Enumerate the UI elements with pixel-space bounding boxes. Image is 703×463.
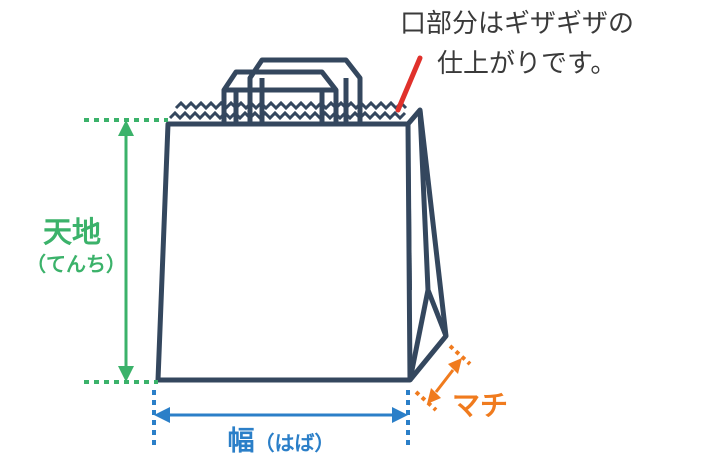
width-label-reading: （はば） bbox=[254, 431, 335, 455]
zigzag-edge bbox=[174, 100, 408, 111]
gusset-dimension bbox=[414, 344, 472, 412]
height-dimension bbox=[84, 118, 168, 384]
height-label: 天地 （てんち） bbox=[26, 214, 126, 278]
edge-note-line-2: 仕上がりです。 bbox=[437, 49, 617, 79]
height-label-reading: （てんち） bbox=[26, 252, 126, 276]
width-label-main: 幅 bbox=[227, 426, 255, 457]
edge-note: 口部分はギザギザの 仕上がりです。 bbox=[400, 4, 696, 84]
bag-side bbox=[406, 107, 449, 382]
height-label-main: 天地 bbox=[42, 215, 101, 249]
width-label: 幅（はば） bbox=[196, 422, 366, 463]
width-dimension bbox=[152, 390, 410, 446]
gusset-label: マチ bbox=[452, 389, 509, 422]
pointer-line bbox=[395, 55, 423, 113]
bag-body bbox=[155, 121, 413, 383]
zigzag-edge-front bbox=[168, 110, 407, 121]
edge-note-line-1: 口部分はギザギザの bbox=[400, 9, 635, 39]
